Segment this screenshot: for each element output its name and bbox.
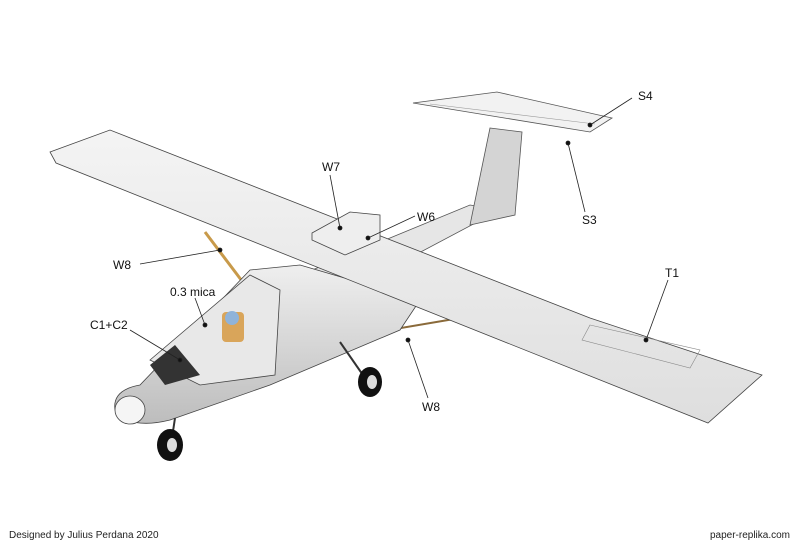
label-w7: W7 xyxy=(322,160,340,174)
label-s4: S4 xyxy=(638,89,653,103)
designer-credit: Designed by Julius Perdana 2020 xyxy=(9,530,159,541)
main-wing xyxy=(49,129,763,424)
label-w8-bottom: W8 xyxy=(422,400,440,414)
label-mica: 0.3 mica xyxy=(170,285,216,299)
leader-lines xyxy=(129,97,669,399)
cockpit-window xyxy=(150,345,200,385)
label-t1: T1 xyxy=(665,266,680,280)
label-w8-left: W8 xyxy=(113,258,131,272)
label-w6: W6 xyxy=(417,210,435,224)
wing-strut-left xyxy=(203,231,247,286)
label-s3: S3 xyxy=(582,213,597,227)
wing-mount xyxy=(311,211,381,256)
aileron-t1 xyxy=(581,324,701,369)
nose xyxy=(114,395,146,425)
vertical-fin xyxy=(469,127,523,226)
label-c1c2: C1+C2 xyxy=(90,318,128,332)
website-link[interactable]: paper-replika.com xyxy=(709,530,790,541)
horizontal-stabilizer xyxy=(412,91,614,133)
